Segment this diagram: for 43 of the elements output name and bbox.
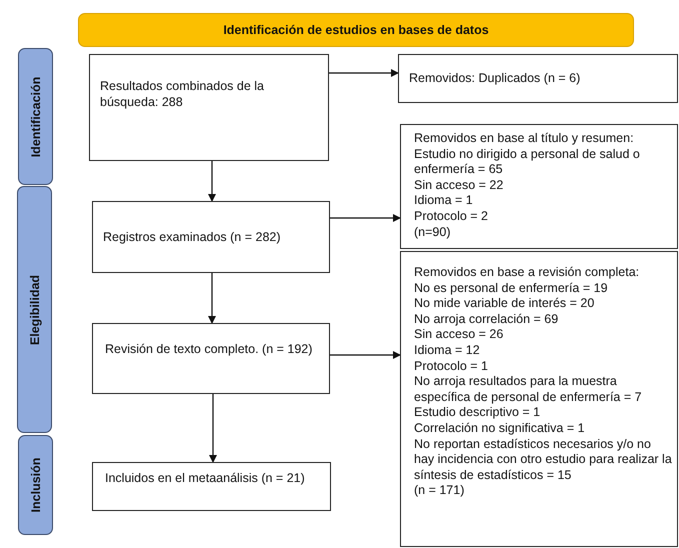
process-box xyxy=(92,462,331,511)
box-text: Removidos: Duplicados (n = 6) xyxy=(409,71,582,87)
process-box xyxy=(92,323,330,394)
arrow xyxy=(208,161,216,202)
box-text: No reportan estadísticos necesarios y/o no hay incidencia con otro estudio para realizar la síntesis de estadísticos = 15 xyxy=(414,436,673,484)
box-text: Protocolo = 1 xyxy=(414,358,490,374)
box-text: Idioma = 12 xyxy=(414,342,481,359)
box-text: Sin acceso = 26 xyxy=(414,327,504,343)
box-text: Idioma = 1 xyxy=(414,193,474,209)
arrow xyxy=(330,214,401,222)
box-text: No arroja correlación = 69 xyxy=(414,312,560,328)
box-text: (n=90) xyxy=(414,224,452,240)
arrow xyxy=(209,394,217,463)
phase-label: Elegibilidad xyxy=(28,274,42,345)
box-text: No mide variable de interés = 20 xyxy=(414,296,596,312)
header-banner xyxy=(78,13,634,47)
phase-label: Inclusión xyxy=(28,458,42,512)
box-text: Protocolo = 2 xyxy=(414,208,490,225)
phase-label: Identificación xyxy=(28,76,42,157)
box-text: Incluidos en el metaanálisis (n = 21) xyxy=(105,471,306,487)
box-text: No es personal de enfermería = 19 xyxy=(414,280,609,296)
box-text: Estudio descriptivo = 1 xyxy=(414,405,542,421)
box-text: No arroja resultados para la muestra específica de personal de enfermería = 7 xyxy=(414,374,643,406)
process-box xyxy=(400,251,678,547)
phase-band xyxy=(18,48,53,185)
process-box xyxy=(92,201,330,273)
box-text: Resultados combinados de la búsqueda: 288 xyxy=(100,79,265,110)
phase-band xyxy=(18,435,53,535)
box-text: Removidos en base a revisión completa: xyxy=(414,265,640,281)
box-text: Registros examinados (n = 282) xyxy=(103,230,282,246)
process-box xyxy=(398,54,678,103)
box-text: Revisión de texto completo. (n = 192) xyxy=(105,342,314,358)
box-text: Removidos en base al título y resumen: Estudio no dirigido a personal de salud o enfermería = 65 xyxy=(414,131,641,178)
phase-band xyxy=(17,186,52,433)
box-text: Sin acceso = 22 xyxy=(414,178,504,194)
box-text: Correlación no significativa = 1 xyxy=(414,420,586,437)
box-text: (n = 171) xyxy=(414,483,466,499)
arrow xyxy=(329,69,399,77)
process-box xyxy=(89,54,329,161)
header-title: Identificación de estudios en bases de datos xyxy=(223,23,489,37)
process-box xyxy=(400,124,678,249)
arrow xyxy=(208,273,216,324)
arrow xyxy=(330,351,401,359)
